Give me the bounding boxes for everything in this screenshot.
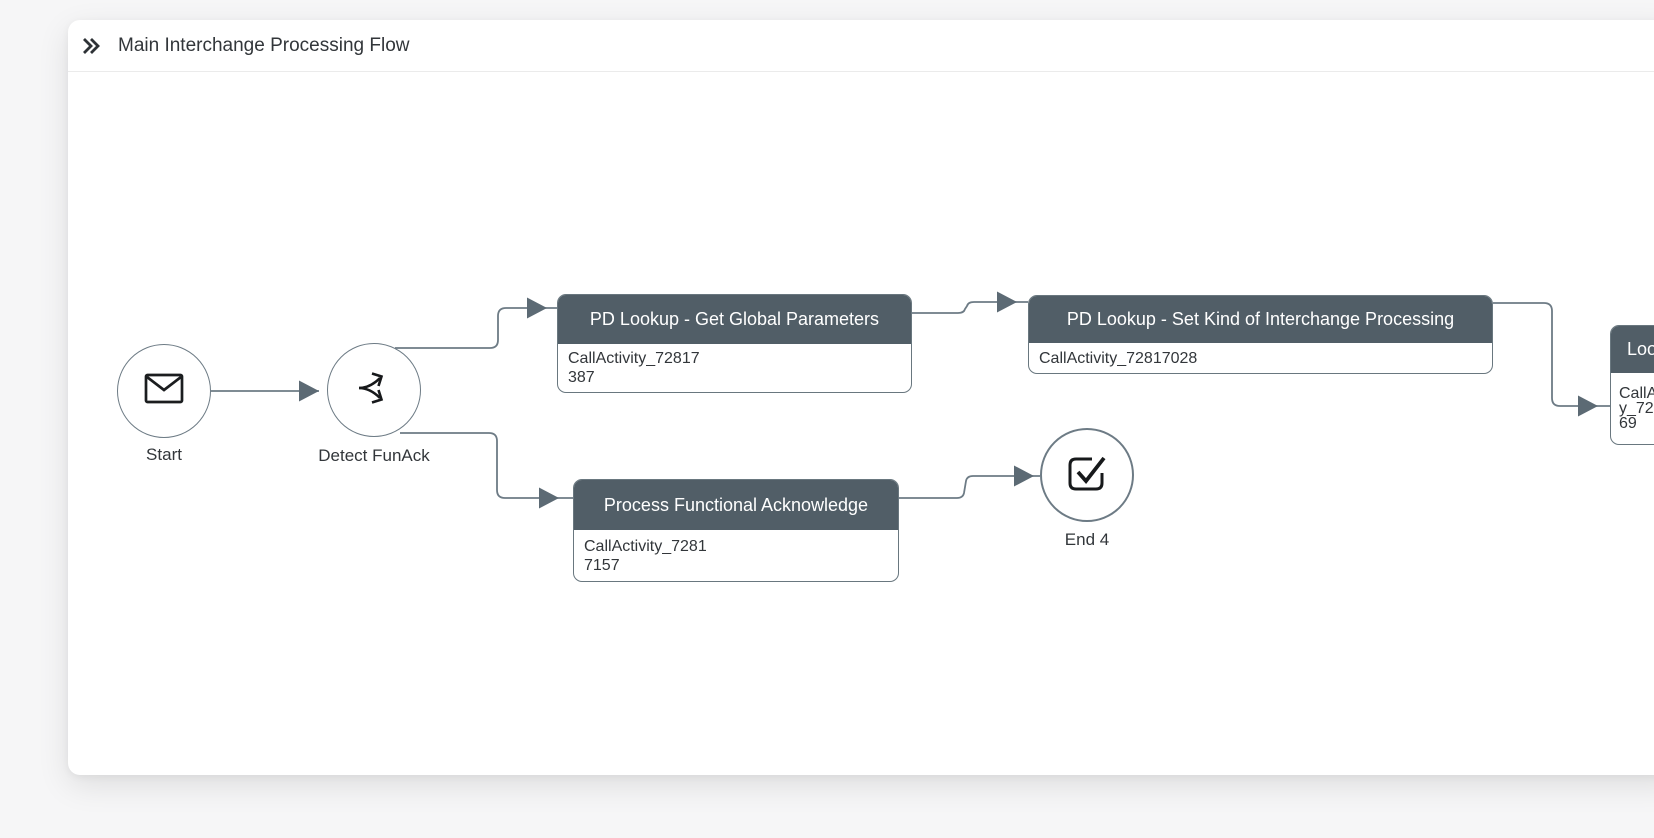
task-lookup-clipped[interactable]: Loo CallA y_72 69	[1610, 325, 1654, 445]
flow-pd-lookup-get-to-set-kind[interactable]	[912, 301, 1028, 314]
flow-process-funack-to-end[interactable]	[899, 475, 1040, 499]
task-body-line: CallA	[1619, 385, 1654, 402]
diagram-canvas[interactable]: Start Detect FunAck PD Lookup - Get Glob…	[68, 72, 1654, 775]
panel-title: Main Interchange Processing Flow	[118, 34, 410, 56]
task-title: Process Functional Acknowledge	[574, 480, 898, 530]
end-event-label: End 4	[1064, 530, 1110, 549]
branch-split-icon	[351, 365, 397, 416]
gateway-detect-funack[interactable]	[327, 343, 421, 437]
task-title: Loo	[1611, 326, 1654, 373]
task-title: PD Lookup - Set Kind of Interchange Proc…	[1029, 296, 1492, 343]
flow-gateway-to-pd-lookup-get[interactable]	[395, 307, 557, 349]
flow-process-funack-to-end-arrowhead	[1014, 465, 1034, 487]
task-body: CallActivity_7281 7157	[574, 530, 898, 581]
task-body: CallActivity_72817 387	[558, 344, 911, 392]
task-body-line: CallActivity_72817028	[1039, 349, 1198, 367]
task-body: CallActivity_72817028	[1029, 343, 1492, 373]
task-body: CallA y_72 69	[1611, 373, 1654, 444]
message-envelope-icon	[144, 373, 184, 409]
process-flow-panel: Main Interchange Processing Flow	[68, 20, 1654, 775]
flow-gateway-to-pd-lookup-get-arrowhead	[527, 297, 547, 319]
start-event[interactable]	[117, 344, 211, 438]
task-body-line: CallActivity_7281	[584, 537, 707, 555]
double-chevron-right-icon[interactable]	[81, 37, 103, 55]
task-body-line: 7157	[584, 556, 620, 574]
end-event[interactable]	[1040, 428, 1134, 522]
task-body-line: 69	[1619, 415, 1637, 432]
task-pd-lookup-get-global-parameters[interactable]: PD Lookup - Get Global Parameters CallAc…	[557, 294, 912, 393]
flow-pd-lookup-get-to-set-kind-arrowhead	[997, 291, 1017, 313]
task-body-line: y_72	[1619, 400, 1654, 417]
flow-set-kind-to-lookup-arrowhead	[1578, 395, 1598, 417]
flow-gateway-to-process-funack-arrowhead	[539, 487, 559, 509]
panel-header: Main Interchange Processing Flow	[68, 20, 1654, 72]
flow-gateway-to-process-funack[interactable]	[400, 432, 573, 499]
task-title: PD Lookup - Get Global Parameters	[558, 295, 911, 344]
task-process-functional-acknowledge[interactable]: Process Functional Acknowledge CallActiv…	[573, 479, 899, 582]
flow-start-to-gateway-arrowhead	[299, 380, 319, 402]
gateway-label: Detect FunAck	[318, 446, 430, 465]
check-square-icon	[1065, 452, 1109, 499]
task-body-line: 387	[568, 369, 595, 386]
flow-set-kind-to-lookup[interactable]	[1493, 302, 1610, 407]
task-pd-lookup-set-kind[interactable]: PD Lookup - Set Kind of Interchange Proc…	[1028, 295, 1493, 374]
task-body-line: CallActivity_72817	[568, 350, 700, 367]
start-event-label: Start	[146, 445, 182, 464]
